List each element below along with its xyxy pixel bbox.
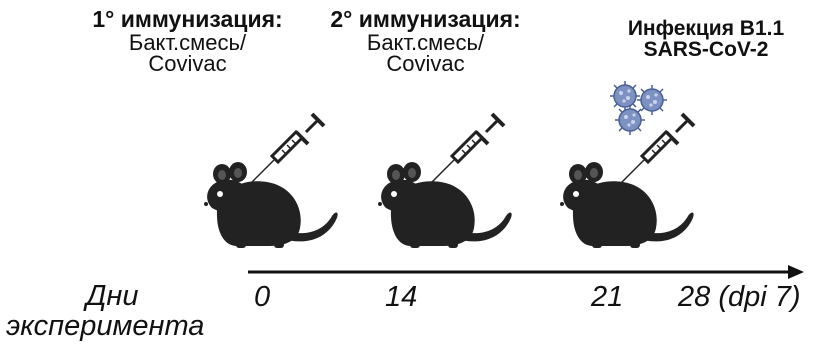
mouse-icon — [204, 162, 338, 248]
mouse-icon — [378, 162, 512, 248]
timeline-arrowhead — [788, 265, 804, 279]
virus-icon — [637, 85, 667, 115]
tick-label-21: 21 — [591, 281, 623, 314]
axis-label-line1: Дни — [86, 280, 139, 313]
tick-label-0: 0 — [254, 281, 270, 314]
tick-label-28: 28 (dpi 7) — [678, 281, 801, 314]
syringe-icon — [250, 114, 324, 184]
virus-icon — [610, 81, 640, 111]
mouse-icon — [560, 162, 694, 248]
virus-icon — [615, 105, 645, 135]
axis-label-line2: эксперимента — [6, 310, 204, 343]
tick-label-14: 14 — [385, 281, 417, 314]
syringe-icon — [430, 114, 504, 184]
